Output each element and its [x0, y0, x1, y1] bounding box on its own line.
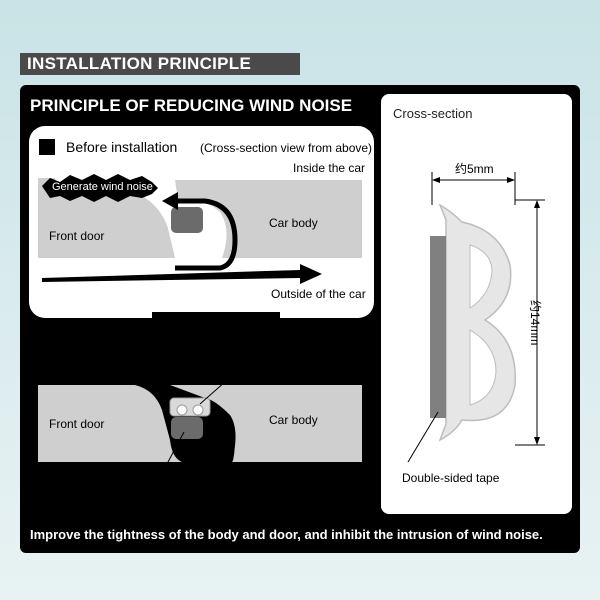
- after-straight-arrow: [42, 468, 322, 488]
- before-curved-arrow: [175, 198, 238, 271]
- after-product-lobe-left: [176, 404, 188, 416]
- before-inside-label: Inside the car: [293, 161, 366, 175]
- after-heading: After installation: [66, 347, 166, 363]
- before-curved-arrowhead: [162, 192, 178, 210]
- after-seal-label: Original car seal: [49, 495, 136, 509]
- after-outside-label: Outside of the car: [271, 495, 366, 509]
- tape-leader-line: [407, 411, 439, 463]
- width-dimension-label: 约5mm: [455, 162, 494, 176]
- before-car-body-label: Car body: [269, 216, 318, 230]
- tape-label: Double-sided tape: [402, 471, 500, 485]
- before-noise-label: Generate wind noise: [52, 181, 153, 193]
- product-leader-line: [199, 380, 227, 405]
- footer-text: Improve the tightness of the body and do…: [30, 527, 543, 542]
- after-square-icon: [39, 347, 55, 363]
- panel-title: PRINCIPLE OF REDUCING WIND NOISE: [30, 96, 353, 115]
- before-heading: Before installation: [66, 139, 178, 155]
- seal-leader-line: [151, 431, 185, 493]
- after-product-label: Product: [222, 369, 264, 383]
- before-view-note: (Cross-section view from above): [200, 141, 373, 155]
- after-front-door-label: Front door: [49, 417, 105, 431]
- before-square-icon: [39, 139, 55, 155]
- after-product-lobe-right: [192, 404, 204, 416]
- before-front-door-label: Front door: [49, 229, 105, 243]
- dim-height-arrow-top: [534, 200, 540, 208]
- height-dimension-label: 约14mm: [528, 300, 542, 346]
- before-car-body-shape: [175, 180, 362, 258]
- page-title: INSTALLATION PRINCIPLE: [27, 54, 252, 73]
- before-seal-shape: [171, 207, 203, 233]
- before-noise-burst: [42, 174, 158, 202]
- after-car-body-label: Car body: [269, 413, 318, 427]
- cross-section-title: Cross-section: [393, 106, 473, 121]
- after-inside-label: Inside the car: [293, 369, 366, 383]
- double-sided-tape-shape: [430, 236, 446, 418]
- dim-height-arrow-bottom: [534, 437, 540, 445]
- after-car-body-shape: [170, 385, 362, 462]
- seal-profile-shape: [438, 203, 516, 442]
- after-seal-shape: [171, 417, 203, 439]
- after-curved-arrowhead: [218, 415, 234, 432]
- seal-profile-hollow-top: [469, 244, 493, 309]
- before-straight-arrow: [42, 264, 322, 284]
- title-bar: [20, 53, 300, 75]
- after-front-door-shape: [38, 385, 182, 462]
- after-view-note: (Cross-section view from above): [200, 349, 373, 363]
- before-outside-label: Outside of the car: [271, 287, 366, 301]
- dim-width-arrow-left: [432, 177, 440, 183]
- dim-width-arrow-right: [507, 177, 515, 183]
- seal-profile-hollow-bottom: [469, 329, 497, 406]
- transition-arrow: [152, 312, 280, 330]
